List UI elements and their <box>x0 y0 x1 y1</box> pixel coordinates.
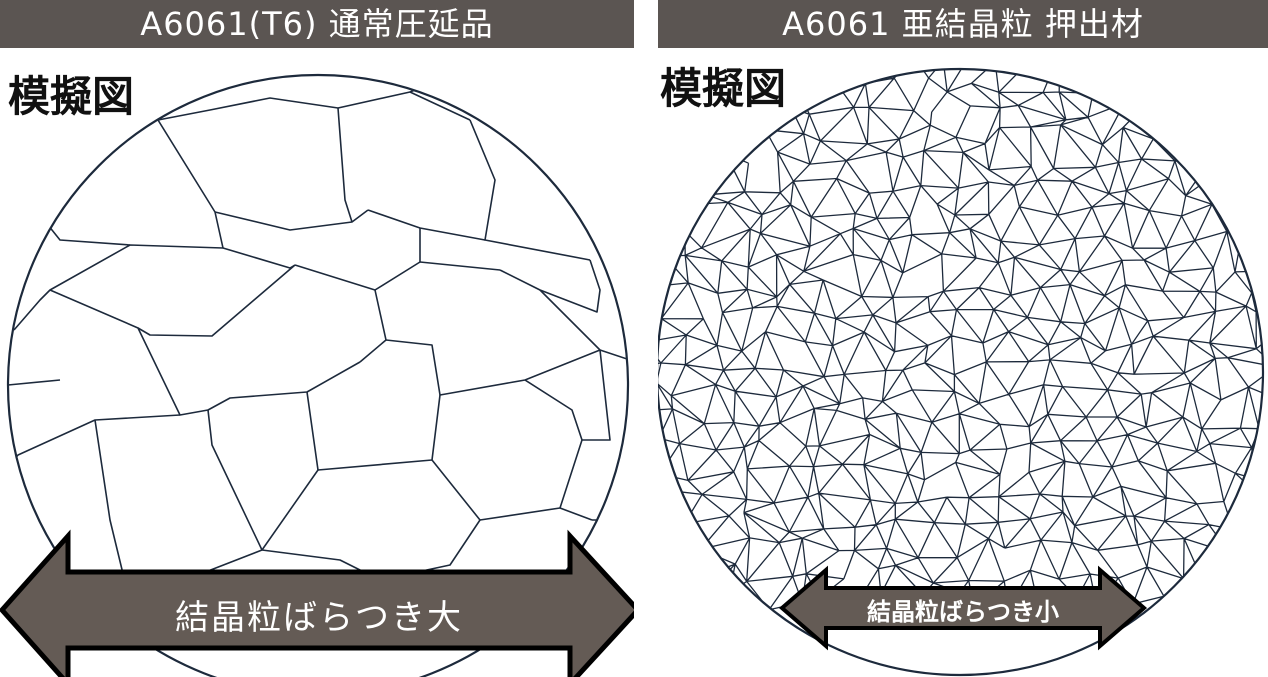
arrow-caption-right: 結晶粒ばらつき小 <box>867 598 1059 626</box>
arrow-caption-left: 結晶粒ばらつき大 <box>175 598 463 638</box>
grain-diagram-fine <box>658 67 1265 677</box>
diagram-label-left: 模擬図 <box>8 72 135 121</box>
diagram-label-right: 模擬図 <box>660 64 787 113</box>
double-arrow-icon <box>0 529 634 677</box>
grain-boundary-network <box>658 69 1263 611</box>
grain-diagram-coarse <box>0 73 634 677</box>
double-arrow-icon <box>778 565 1148 651</box>
panel-header-left: A6061(T6) 通常圧延品 <box>0 0 634 48</box>
panel-header-right: A6061 亜結晶粒 押出材 <box>658 0 1268 48</box>
panel-left: A6061(T6) 通常圧延品 <box>0 0 634 677</box>
panel-right: A6061 亜結晶粒 押出材 模擬図 結晶粒ばらつき小 <box>658 0 1268 677</box>
